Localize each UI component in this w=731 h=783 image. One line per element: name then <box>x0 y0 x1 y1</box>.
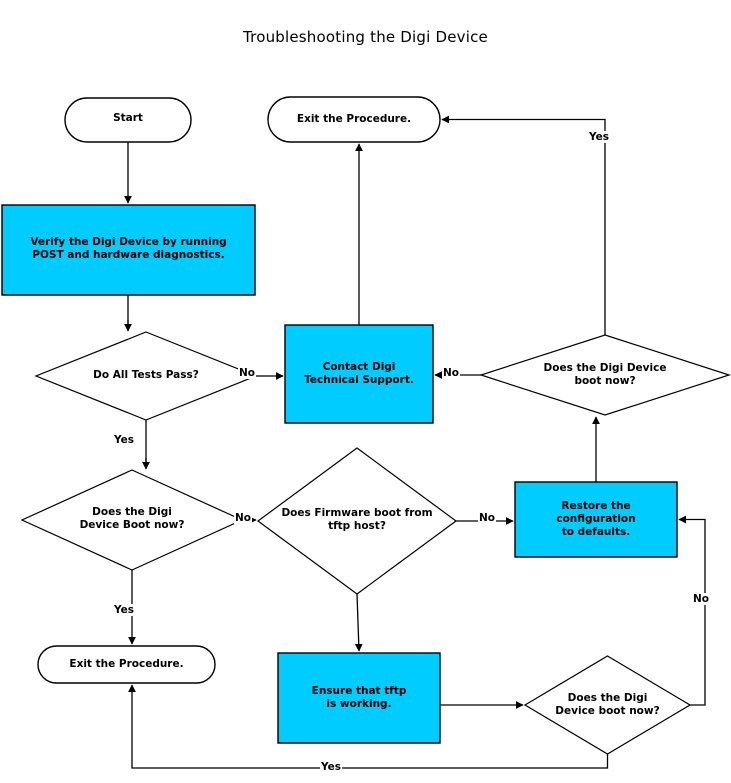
does-digi-device-boot-now-right-decision[interactable] <box>481 335 729 415</box>
restore-configuration-process-shape <box>514 481 678 558</box>
verify-digi-device-process[interactable] <box>2 205 255 295</box>
edge-label-tests-pass-yes: Yes <box>113 434 136 446</box>
does-digi-device-boot-now-right-decision-shape <box>479 334 731 416</box>
edge-label-tests-pass-no: No <box>238 367 257 379</box>
ensure-tftp-working-process[interactable] <box>278 653 440 743</box>
verify-digi-device-process-shape <box>1 204 256 296</box>
restore-configuration-process[interactable] <box>515 482 677 557</box>
edge-label-firmware-no: No <box>478 512 497 524</box>
edge-boot-bottom-no-to-restore <box>678 515 706 706</box>
edge-label-boot-bottom-yes: Yes <box>320 761 343 773</box>
contact-digi-support-process[interactable] <box>285 325 433 423</box>
exit-procedure-top-terminator-shape <box>267 96 441 143</box>
does-firmware-boot-from-tftp-decision[interactable] <box>258 448 456 594</box>
exit-procedure-top-terminator[interactable] <box>268 97 440 142</box>
exit-procedure-bottom-terminator[interactable] <box>38 646 215 683</box>
does-digi-device-boot-now-left-decision[interactable] <box>22 470 242 570</box>
do-all-tests-pass-decision[interactable] <box>36 332 256 420</box>
start-terminator[interactable] <box>65 98 191 142</box>
edge-label-boot-right-yes: Yes <box>588 131 611 143</box>
edge-firmware-to-ensure <box>354 593 363 652</box>
edge-label-boot-left-yes: Yes <box>113 604 136 616</box>
contact-digi-support-process-shape <box>284 324 434 424</box>
edge-boot-bottom-yes-to-exit-bottom <box>128 684 609 769</box>
does-digi-device-boot-now-bottom-decision[interactable] <box>525 656 690 754</box>
exit-procedure-bottom-terminator-shape <box>37 645 216 684</box>
edge-boot-right-yes-to-exit-top <box>441 115 606 335</box>
ensure-tftp-working-process-shape <box>277 652 441 744</box>
page-title: Troubleshooting the Digi Device <box>243 28 488 46</box>
edge-label-boot-left-no: No <box>234 512 253 524</box>
edge-label-boot-bottom-no: No <box>692 593 711 605</box>
edge-label-boot-right-no: No <box>442 367 461 379</box>
